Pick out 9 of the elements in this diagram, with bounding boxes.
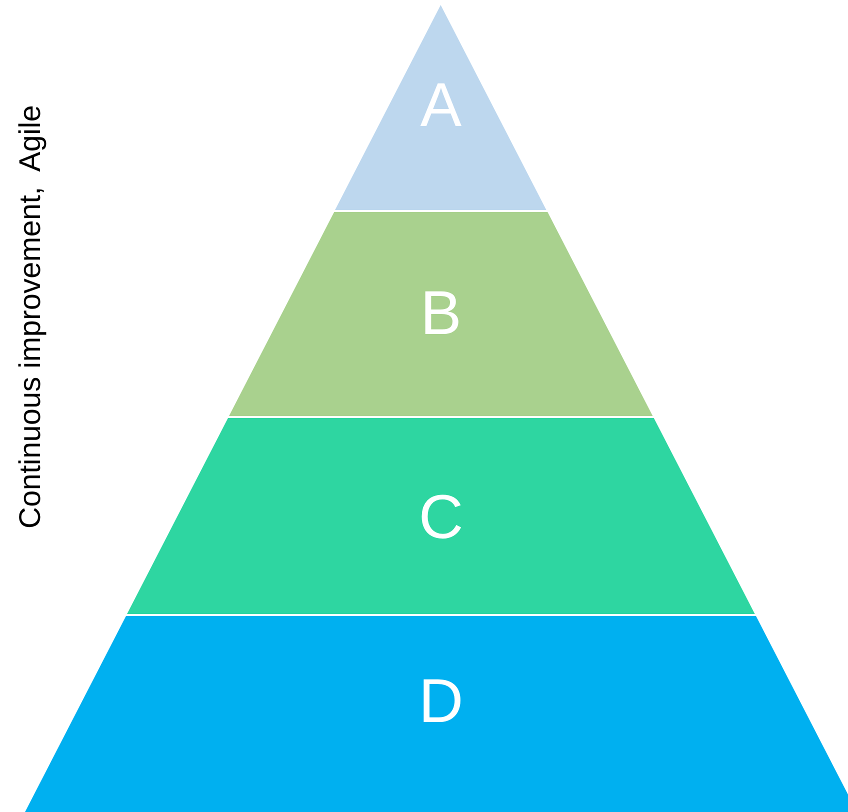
tier-label: A <box>419 74 463 137</box>
tier-label: D <box>418 670 464 733</box>
axis-label: Continuous improvement, Agile <box>14 105 48 529</box>
pyramid-tier <box>127 418 755 614</box>
tier-label: C <box>418 486 464 549</box>
pyramid-tier <box>335 5 547 210</box>
tier-label: B <box>419 283 463 346</box>
pyramid-tier <box>25 616 848 812</box>
pyramid-tier <box>229 212 653 416</box>
